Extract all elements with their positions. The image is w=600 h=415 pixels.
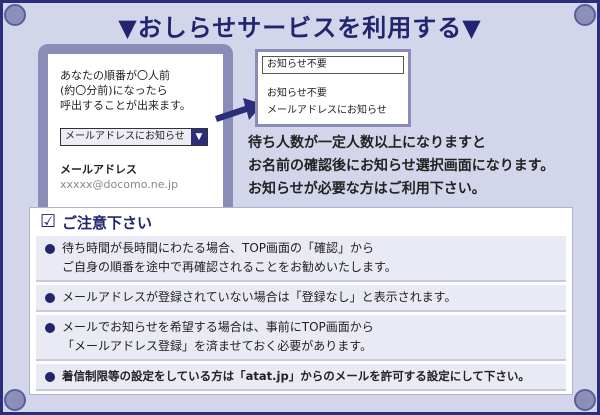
- notice-item-line: 着信制限等の設定をしている方は「atat.jp」からのメールを許可する設定にして…: [62, 369, 530, 383]
- notify-method-select[interactable]: メールアドレスにお知らせ ▼: [60, 128, 208, 146]
- description: 待ち人数が一定人数以上になりますと お名前の確認後にお知らせ選択画面になります。…: [248, 132, 554, 201]
- phone-message-line: 呼出することが出来ます。: [60, 99, 191, 112]
- rivet-top-left: [4, 4, 26, 26]
- notify-options-popup: お知らせ不要 お知らせ不要 メールアドレスにお知らせ: [255, 49, 411, 127]
- phone-screen: あなたの順番が〇人前 (約〇分前)になったら 呼出することが出来ます。 メールア…: [48, 54, 223, 209]
- notice-list: 待ち時間が長時間にわたる場合、TOP画面の「確認」から ご自身の順番を途中で再確…: [36, 236, 566, 394]
- bullet-icon: [45, 323, 55, 333]
- email-label: メールアドレス: [60, 163, 137, 176]
- notice-item-line: メールでお知らせを希望する場合は、事前にTOP画面から: [62, 320, 374, 334]
- checkmark-icon: ☑: [40, 211, 57, 232]
- notice-item: 着信制限等の設定をしている方は「atat.jp」からのメールを許可する設定にして…: [36, 364, 566, 391]
- popup-option[interactable]: お知らせ不要: [267, 88, 327, 99]
- phone-message-line: あなたの順番が〇人前: [60, 69, 170, 82]
- arrow-right-icon: [215, 98, 263, 122]
- rivet-bottom-left: [4, 389, 26, 411]
- chevron-down-icon: ▼: [191, 129, 207, 145]
- bullet-icon: [45, 244, 55, 254]
- notice-item-line: メールアドレスが登録されていない場合は「登録なし」と表示されます。: [62, 290, 457, 304]
- email-field[interactable]: xxxxx@docomo.ne.jp: [60, 178, 179, 191]
- description-line: お知らせが必要な方はご利用下さい。: [248, 181, 486, 197]
- popup-option[interactable]: メールアドレスにお知らせ: [267, 105, 387, 116]
- notify-method-value: メールアドレスにお知らせ: [65, 131, 185, 142]
- notice-item: メールアドレスが登録されていない場合は「登録なし」と表示されます。: [36, 285, 566, 312]
- rivet-top-right: [574, 4, 596, 26]
- description-line: お名前の確認後にお知らせ選択画面になります。: [248, 158, 555, 174]
- notice-panel: ☑ ご注意下さい 待ち時間が長時間にわたる場合、TOP画面の「確認」から ご自身…: [29, 207, 573, 395]
- notice-item-line: ご自身の順番を途中で再確認されることをお勧めいたします。: [62, 260, 397, 274]
- notice-item: メールでお知らせを希望する場合は、事前にTOP画面から 「メールアドレス登録」を…: [36, 315, 566, 361]
- notice-item-line: 待ち時間が長時間にわたる場合、TOP画面の「確認」から: [62, 241, 375, 255]
- notice-header: ☑ ご注意下さい: [30, 208, 572, 234]
- bullet-icon: [45, 372, 55, 382]
- notice-title: ご注意下さい: [62, 214, 153, 232]
- phone-message-line: (約〇分前)になったら: [60, 84, 168, 97]
- popup-selected[interactable]: お知らせ不要: [262, 56, 404, 74]
- notice-item-line: 「メールアドレス登録」を済ませておく必要があります。: [62, 339, 373, 353]
- bullet-icon: [45, 293, 55, 303]
- page-title: ▼おしらせサービスを利用する▼: [118, 14, 482, 42]
- phone-illustration: あなたの順番が〇人前 (約〇分前)になったら 呼出することが出来ます。 メールア…: [38, 44, 233, 209]
- notice-item: 待ち時間が長時間にわたる場合、TOP画面の「確認」から ご自身の順番を途中で再確…: [36, 236, 566, 282]
- description-line: 待ち人数が一定人数以上になりますと: [248, 135, 486, 151]
- phone-message: あなたの順番が〇人前 (約〇分前)になったら 呼出することが出来ます。: [60, 68, 191, 113]
- rivet-bottom-right: [574, 389, 596, 411]
